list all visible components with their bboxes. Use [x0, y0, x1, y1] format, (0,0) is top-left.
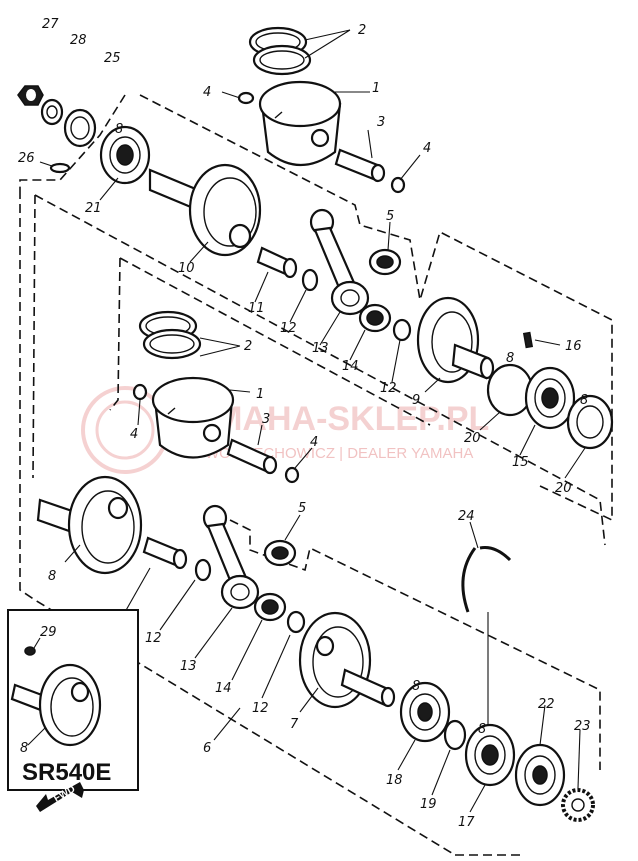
callout-3b: 3	[262, 412, 270, 427]
svg-text:8: 8	[506, 351, 514, 366]
piston-1a	[258, 80, 342, 166]
washer-28	[40, 98, 64, 126]
callout-12b: 12	[380, 381, 397, 396]
callout-5b: 5	[298, 501, 306, 516]
callout-7: 7	[290, 717, 299, 732]
washer-12c	[194, 558, 212, 582]
bearing-20b: 8	[566, 393, 614, 450]
callout-15: 15	[512, 455, 529, 470]
callout-14b: 14	[215, 681, 232, 696]
crank-pin-11a	[256, 246, 298, 279]
callout-20b: 20	[555, 481, 572, 496]
callout-4d: 4	[310, 435, 318, 450]
callout-14a: 14	[342, 359, 359, 374]
piston-1b	[151, 376, 235, 459]
callout-11a: 11	[248, 301, 265, 316]
callout-4a: 4	[203, 85, 211, 100]
leader-lines	[39, 29, 586, 813]
washer-12a	[301, 268, 319, 292]
callout-9: 9	[412, 393, 420, 408]
circlip-4d	[284, 466, 300, 484]
callout-12d: 12	[252, 701, 269, 716]
callout-28: 28	[70, 33, 87, 48]
bearing-14a	[358, 303, 392, 333]
callout-4c: 4	[130, 427, 138, 442]
callout-22: 22	[538, 697, 555, 712]
callout-numbers: 27 28 25 26 21 2 4 1 3 4 5 10 11 12 13 1…	[18, 17, 591, 830]
circlip-4c	[132, 383, 148, 401]
callout-25: 25	[104, 51, 121, 66]
needle-bearing-5a	[368, 248, 402, 276]
key-26	[49, 162, 71, 174]
svg-text:8: 8	[478, 722, 486, 737]
callout-2a: 2	[358, 23, 366, 38]
svg-text:8: 8	[580, 393, 588, 408]
callout-10: 10	[178, 261, 195, 276]
callout-18: 18	[386, 773, 403, 788]
callout-19: 19	[420, 797, 437, 812]
callout-6: 6	[203, 741, 211, 756]
piston-rings-2b	[138, 310, 202, 360]
callout-26: 26	[18, 151, 35, 166]
bearing-18: 8	[399, 679, 451, 743]
callout-1a: 1	[372, 81, 380, 96]
conrod-13b	[202, 504, 260, 610]
callout-13b: 13	[180, 659, 197, 674]
callout-2b: 2	[244, 339, 252, 354]
callout-21: 21	[85, 201, 102, 216]
inset-callout-8: 8	[20, 741, 28, 756]
bearing-14b	[253, 592, 287, 622]
callout-27: 27	[42, 17, 59, 32]
dashed-group-outlines	[19, 94, 613, 856]
callout-5a: 5	[386, 209, 394, 224]
crank-web-9	[416, 296, 495, 384]
piston-rings-2a	[248, 26, 312, 76]
piston-pin-3a	[334, 148, 386, 183]
callout-17: 17	[458, 815, 475, 830]
key-16	[522, 331, 534, 349]
inset-sr540e: 29 8 SR540E	[7, 609, 139, 791]
circlip-24	[461, 546, 512, 613]
conrod-13a	[309, 208, 370, 316]
needle-bearing-5b	[263, 539, 297, 567]
bearing-17: 8	[464, 722, 516, 787]
callout-1b: 1	[256, 387, 264, 402]
washer-12b	[392, 318, 412, 342]
callout-13a: 13	[312, 341, 329, 356]
callout-3a: 3	[377, 115, 385, 130]
watermark: YAMAHA-SKLEP.PL WOJCIECHOWICZ | DEALER Y…	[81, 386, 489, 474]
bearing-21: 8	[99, 122, 151, 185]
callout-12a: 12	[280, 321, 297, 336]
piston-pin-3b	[226, 438, 278, 475]
callout-4b: 4	[423, 141, 431, 156]
circlip-4b	[390, 176, 406, 194]
washer-19	[443, 719, 467, 751]
oil-seal-25	[63, 108, 97, 148]
callout-8: 8	[48, 569, 56, 584]
callout-12c: 12	[145, 631, 162, 646]
crank-half-10	[148, 163, 262, 257]
callout-20a: 20	[464, 431, 481, 446]
crank-pin-11b	[142, 536, 188, 570]
nut-27	[17, 85, 44, 106]
callout-16: 16	[565, 339, 582, 354]
callout-23: 23	[574, 719, 591, 734]
sprocket-23	[561, 788, 595, 822]
callout-24: 24	[458, 509, 475, 524]
bearing-15: 8	[486, 351, 576, 430]
inset-model-label: SR540E	[22, 759, 111, 786]
circlip-4a	[237, 91, 255, 105]
svg-text:8: 8	[115, 122, 123, 137]
inset-callout-29: 29	[40, 625, 57, 640]
washer-12d	[286, 610, 306, 634]
oil-seal-22	[514, 743, 566, 807]
svg-text:8: 8	[412, 679, 420, 694]
crank-half-8	[36, 475, 143, 575]
crank-half-7	[298, 611, 396, 709]
